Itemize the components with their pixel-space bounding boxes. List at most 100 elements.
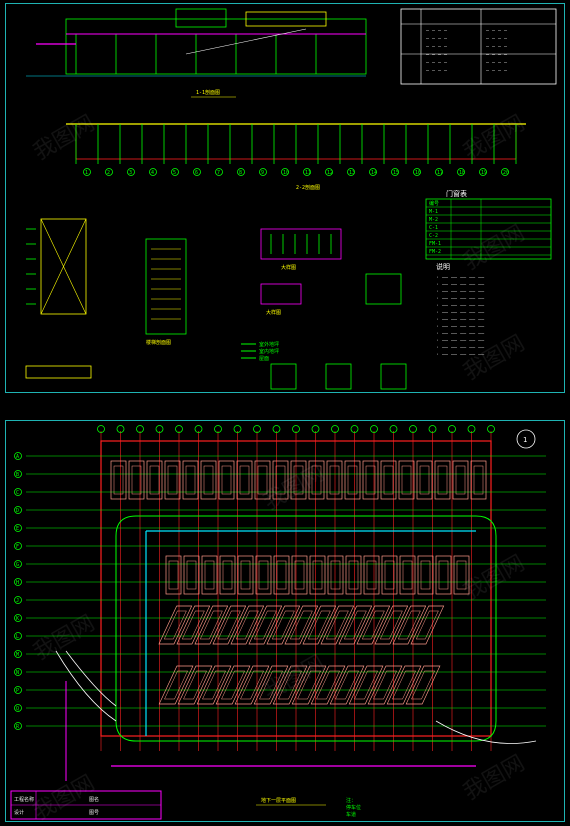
parking-stall (363, 555, 380, 595)
axis-bubble-left (14, 614, 22, 622)
car-outline (186, 560, 197, 590)
axis-bubble-top (233, 425, 242, 433)
parking-stall (266, 605, 301, 645)
parking-stall (219, 555, 236, 595)
note-line: · —— —— —— —— —— (436, 282, 485, 288)
car-outline (181, 610, 205, 640)
parking-stall (284, 605, 319, 645)
car-outline (203, 465, 214, 495)
detail-b-box (260, 283, 302, 305)
grid-bubble (325, 168, 333, 176)
parking-stall (348, 665, 384, 705)
axis-label: L (16, 634, 19, 640)
grid-label: 13 (349, 170, 355, 176)
parking-stall (309, 555, 326, 595)
plan-note: 注： (346, 797, 356, 804)
parking-stall (237, 555, 254, 595)
note-line: · —— —— —— —— —— (436, 303, 485, 309)
parking-stall (200, 460, 217, 500)
axis-bubble-left (14, 506, 22, 514)
car-outline (354, 670, 378, 700)
grid-bubble (105, 168, 113, 176)
grid-bubble (281, 168, 289, 176)
car-outline (257, 465, 268, 495)
car-outline (204, 560, 215, 590)
parking-stall (398, 460, 415, 500)
table-cell: M-1 (429, 209, 438, 215)
note-text: — — — — (426, 36, 448, 42)
note-line: · —— —— —— —— —— (436, 275, 485, 281)
grid-label: 9 (261, 170, 264, 176)
section-1-outline (65, 18, 367, 75)
grid-bubble (237, 168, 245, 176)
axis-bubble-top (292, 425, 300, 433)
car-outline (401, 465, 412, 495)
axis-label: D (16, 508, 19, 514)
roof-structure (175, 8, 227, 28)
parking-stall (381, 555, 398, 595)
parking-stall (367, 665, 403, 705)
grid-bubble (347, 168, 355, 176)
axis-bubble-top (448, 425, 456, 433)
car-outline (199, 610, 223, 640)
axis-label: N (16, 670, 19, 676)
car-outline (415, 610, 439, 640)
car-outline (164, 670, 188, 700)
parking-stall (255, 555, 272, 595)
axis-bubble-top (136, 425, 144, 433)
car-outline (366, 560, 377, 590)
car-outline (456, 560, 467, 590)
axis-label: P (16, 688, 19, 694)
axis-bubble-left (14, 542, 22, 550)
plan-title: 地下一层平面图 (261, 797, 296, 804)
car-outline (325, 610, 349, 640)
design-note-table (400, 8, 557, 85)
axis-label: B (16, 472, 19, 478)
car-outline (217, 610, 241, 640)
grid-label: 20 (503, 170, 509, 176)
car-outline (240, 560, 251, 590)
detail-a-title: 大样图 (281, 264, 296, 271)
axis-bubble-left (14, 632, 22, 640)
car-outline (149, 465, 160, 495)
note-line: · —— —— —— —— —— (436, 296, 485, 302)
section-marker (516, 429, 536, 449)
parking-stall (345, 555, 362, 595)
parking-stall (230, 605, 265, 645)
car-outline (278, 670, 302, 700)
axis-bubble-top (253, 425, 261, 433)
car-outline (113, 465, 124, 495)
parking-stall (128, 460, 145, 500)
axis-bubble-top (467, 425, 476, 433)
car-outline (361, 610, 385, 640)
axis-label: G (16, 562, 19, 568)
parking-stall (310, 665, 346, 705)
axis-bubble-left (14, 650, 22, 658)
drive-aisle (115, 515, 497, 742)
parking-stall (110, 460, 127, 500)
axis-bubble-left (14, 596, 22, 604)
parking-stall (308, 460, 325, 500)
car-outline (297, 670, 321, 700)
grid-label: 19 (481, 170, 487, 176)
parking-stall (176, 605, 211, 645)
car-outline (276, 560, 287, 590)
axis-label: J (16, 598, 19, 604)
parking-stall (399, 555, 416, 595)
car-outline (311, 465, 322, 495)
axis-bubble-left (14, 578, 22, 586)
parking-stall (344, 460, 361, 500)
grid-label: 4 (151, 170, 154, 176)
car-outline (293, 465, 304, 495)
axis-bubble-left (14, 704, 22, 712)
parking-stall (434, 460, 451, 500)
grid-bubble (83, 168, 91, 176)
door-elevation-detail (40, 218, 87, 315)
note-text: — — — — (426, 52, 448, 58)
car-outline (347, 465, 358, 495)
grid-label: 1 (85, 170, 88, 176)
axis-bubble-top (350, 425, 359, 433)
parking-stall (356, 605, 391, 645)
parking-stall (435, 555, 452, 595)
